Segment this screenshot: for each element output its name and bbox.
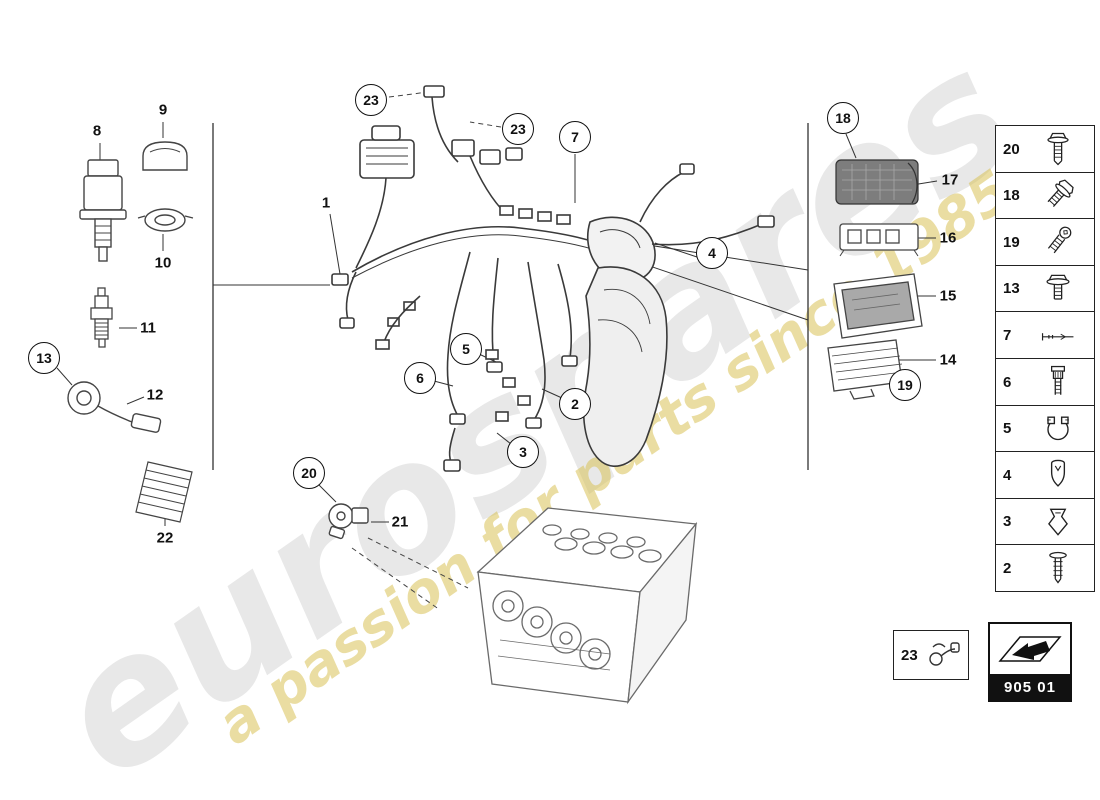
legend-part-number: 2 [1003, 559, 1012, 577]
inset-part-box[interactable]: 23 [893, 630, 969, 680]
legend-part-number: 13 [1003, 280, 1020, 298]
callout-circle-3[interactable]: 3 [507, 436, 539, 468]
legend-part-number: 4 [1003, 466, 1012, 484]
housing-box-drawing [833, 273, 923, 339]
legend-row-3[interactable]: 3 [995, 497, 1095, 546]
callout-circle-5[interactable]: 5 [450, 333, 482, 365]
fasteners-legend: 20 18 19 13 7 6 5 4 3 2 [995, 125, 1095, 593]
ecu-module-drawing [835, 159, 919, 205]
legend-part-number: 7 [1003, 326, 1012, 344]
callout-circle-23[interactable]: 23 [502, 113, 534, 145]
hose-clamp-icon [1022, 409, 1094, 449]
callout-circle-4[interactable]: 4 [696, 237, 728, 269]
push-rivet-icon [1022, 548, 1094, 588]
ignition-coil-drawing [79, 159, 127, 262]
legend-row-20[interactable]: 20 [995, 125, 1095, 173]
legend-part-number: 18 [1003, 187, 1020, 205]
camshaft-sensor-drawing [328, 503, 369, 540]
callout-circle-2[interactable]: 2 [559, 388, 591, 420]
legend-row-6[interactable]: 6 [995, 358, 1095, 407]
shoulder-screw-icon [1022, 362, 1094, 402]
legend-part-number: 5 [1003, 420, 1012, 438]
legend-part-number: 3 [1003, 513, 1012, 531]
callout-circle-6[interactable]: 6 [404, 362, 436, 394]
legend-row-4[interactable]: 4 [995, 451, 1095, 500]
hex-bolt-icon [1022, 176, 1094, 216]
legend-row-5[interactable]: 5 [995, 404, 1095, 453]
retaining-clip-icon [1022, 502, 1094, 542]
legend-row-2[interactable]: 2 [995, 544, 1095, 593]
spark-plug-drawing [90, 287, 113, 348]
corrugated-sleeve-drawing [135, 461, 193, 523]
legend-row-7[interactable]: 7 [995, 311, 1095, 360]
socket-bolt-icon [1022, 222, 1094, 262]
leader-lines [56, 122, 938, 526]
housing-lid-drawing [827, 339, 904, 400]
sensor-icon [918, 636, 968, 674]
reference-bracket-lines [212, 123, 809, 470]
part-code-label: 905 01 [990, 674, 1070, 700]
flange-bolt-short-icon [1022, 269, 1094, 309]
legend-part-number: 19 [1003, 233, 1020, 251]
part-code-box: 905 01 [988, 622, 1072, 702]
callout-circle-18[interactable]: 18 [827, 102, 859, 134]
spring-clip-icon [1022, 455, 1094, 495]
direction-arrow-icon [990, 624, 1070, 674]
legend-row-19[interactable]: 19 [995, 218, 1095, 267]
callout-circle-23[interactable]: 23 [355, 84, 387, 116]
callout-circle-19[interactable]: 19 [889, 369, 921, 401]
legend-row-18[interactable]: 18 [995, 171, 1095, 220]
knock-sensor-drawing [67, 381, 162, 433]
callout-circle-20[interactable]: 20 [293, 457, 325, 489]
retainer-frame-drawing [839, 223, 919, 257]
cap-drawing [142, 141, 188, 171]
legend-row-13[interactable]: 13 [995, 264, 1095, 313]
flange-bolt-icon [1022, 129, 1094, 169]
cylinder-head-drawing [476, 507, 698, 705]
legend-part-number: 6 [1003, 373, 1012, 391]
callout-circle-13[interactable]: 13 [28, 342, 60, 374]
stud-pin-icon [1022, 315, 1094, 355]
callout-circle-7[interactable]: 7 [559, 121, 591, 153]
legend-part-number: 20 [1003, 140, 1020, 158]
inset-part-number: 23 [901, 646, 918, 664]
leader-lines-dashed [351, 91, 502, 611]
wiring-harness-drawing [331, 85, 775, 472]
seal-ring-drawing [137, 208, 194, 232]
